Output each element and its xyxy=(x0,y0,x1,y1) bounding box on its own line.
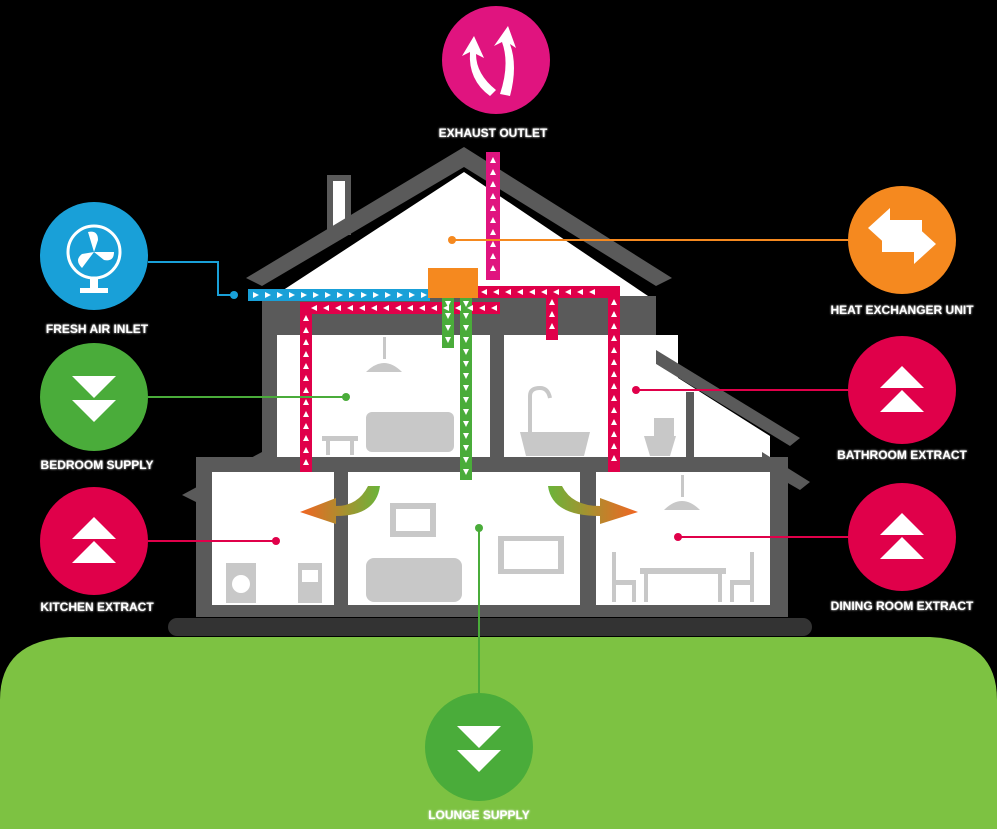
flow-arrow-right xyxy=(548,486,638,524)
lounge-supply-icon xyxy=(425,693,533,801)
heat-exchanger-label: HEAT EXCHANGER UNIT xyxy=(830,303,974,317)
exhaust-duct xyxy=(486,152,500,280)
flow-arrow-left xyxy=(300,486,380,524)
lounge-supply-label: LOUNGE SUPPLY xyxy=(428,808,530,822)
connector-lines xyxy=(148,239,852,700)
exhaust-outlet-label: EXHAUST OUTLET xyxy=(438,126,548,140)
duct-arrows xyxy=(253,157,617,475)
dining-extract-icon xyxy=(848,483,956,591)
furniture xyxy=(226,337,754,603)
kitchen-extract-label: KITCHEN EXTRACT xyxy=(40,600,154,614)
kitchen-extract-icon xyxy=(40,487,148,595)
fresh-air-inlet-label: FRESH AIR INLET xyxy=(45,322,149,336)
house xyxy=(182,147,810,617)
dining-extract-label: DINING ROOM EXTRACT xyxy=(830,599,974,613)
heat-exchanger-icon xyxy=(848,186,956,294)
bedroom-supply-icon xyxy=(40,343,148,451)
foundation xyxy=(168,618,812,636)
bathroom-extract-label: BATHROOM EXTRACT xyxy=(837,448,967,462)
bedroom-supply-label: BEDROOM SUPPLY xyxy=(40,458,154,472)
bathroom-extract-icon xyxy=(848,336,956,444)
heat-exchanger-box xyxy=(428,268,478,298)
exhaust-outlet-icon xyxy=(442,6,550,114)
fan-icon xyxy=(40,202,148,310)
